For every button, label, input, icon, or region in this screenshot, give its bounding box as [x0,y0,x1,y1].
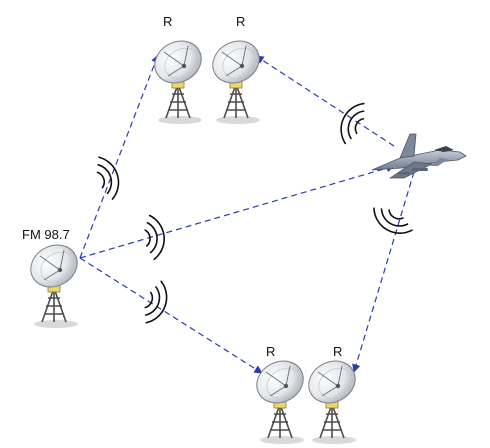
receiver-bottom-left: R [248,344,312,445]
signal-links [79,54,415,374]
signal-wave-icon [139,278,174,328]
satellite-dish-icon [300,352,364,445]
transmitter-label: FM 98.7 [22,227,70,242]
link-aircraft-to-bottom-receiver [352,171,415,373]
receiver-bottom-right: R [300,344,364,445]
signal-wave-icon [333,97,371,147]
receiver-label: R [333,344,342,359]
satellite-dish-icon [248,352,312,445]
signal-wave-icon [142,213,168,261]
receiver-label: R [266,344,275,359]
fighter-jet-icon [371,133,467,179]
signal-waves [92,97,416,328]
link-transmitter-to-bottom-receiver [79,257,263,374]
satellite-dish-icon [146,32,210,125]
receiver-top-right: R [204,14,268,125]
satellite-dish-icon [204,32,268,125]
receiver-label: R [163,14,172,29]
satellite-dish-icon [22,236,86,329]
receiver-label: R [236,14,245,29]
transmitter: FM 98.7 [22,227,86,329]
signal-wave-icon [92,152,125,202]
link-transmitter-to-aircraft [79,164,395,259]
signal-wave-icon [367,202,416,242]
link-aircraft-to-top-receiver [255,55,395,147]
link-transmitter-to-top-receiver [79,54,160,259]
receiver-top-left: R [146,14,210,125]
